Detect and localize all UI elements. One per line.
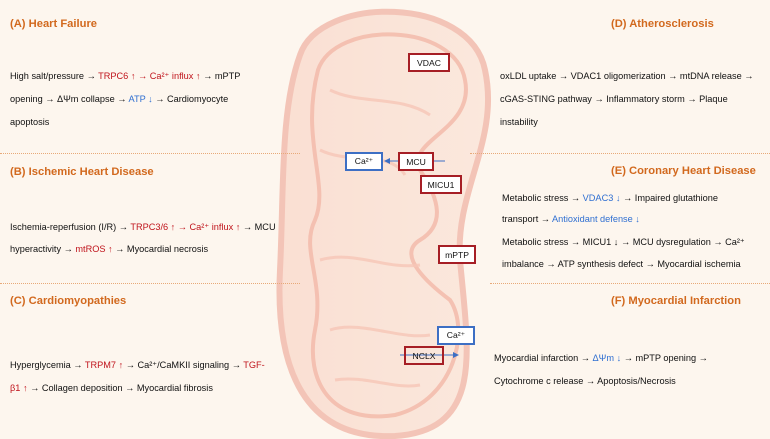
mptp-box: mPTP [438,245,476,264]
panel-f-line-1: Myocardial infarction → ΔΨm ↓ → mPTP ope… [494,353,708,363]
panel-d-line-2: cGAS-STING pathway → Inflammatory storm … [500,94,728,104]
panel-b-title: (B) Ischemic Heart Disease [10,166,154,178]
divider-right-2 [490,283,770,284]
outer-membrane [276,8,492,439]
panel-e-line-2: transport → Antioxidant defense ↓ [502,214,640,224]
panel-e-title: (E) Coronary Heart Disease [611,165,756,177]
divider-left-2 [0,283,300,284]
vdac-box: VDAC [408,53,450,72]
panel-e-line-3: Metabolic stress → MICU1 ↓ → MCU dysregu… [502,237,745,247]
mcu-box: MCU [398,152,434,171]
panel-d-line-1: oxLDL uptake → VDAC1 oligomerization → m… [500,71,754,81]
panel-e-line-4: imbalance → ATP synthesis defect → Myoca… [502,259,741,269]
micu1-box: MICU1 [420,175,462,194]
panel-b-line-2: hyperactivity → mtROS ↑ → Myocardial nec… [10,244,209,254]
panel-c-title: (C) Cardiomyopathies [10,295,127,307]
divider-right-1 [470,153,770,154]
divider-left-1 [0,153,300,154]
panel-a-title: (A) Heart Failure [10,18,98,30]
nclx-box: NCLX [404,346,444,365]
panel-d-line-3: instability [500,117,538,127]
panel-e-line-1: Metabolic stress → VDAC3 ↓ → Impaired gl… [502,193,719,203]
panel-a-line-1: High salt/pressure → TRPC6 ↑ → Ca²⁺ infl… [10,71,241,81]
panel-b-line-1: Ischemia-reperfusion (I/R) → TRPC3/6 ↑ →… [10,222,276,232]
panel-c-line-2: β1 ↑ → Collagen deposition → Myocardial … [10,383,213,393]
panel-f-line-2: Cytochrome c release → Apoptosis/Necrosi… [494,376,676,386]
panel-a-line-2: opening → ΔΨm collapse → ATP ↓ → Cardiom… [10,94,229,104]
panel-a-line-3: apoptosis [10,117,50,127]
panel-c-line-1: Hyperglycemia → TRPM7 ↑ → Ca²⁺/CaMKII si… [10,360,265,370]
ca-cytosol-box: Ca²⁺ [345,152,383,171]
inner-membrane [308,32,468,419]
panel-f-title: (F) Myocardial Infarction [611,295,741,307]
panel-d-title: (D) Atherosclerosis [611,18,714,30]
ca-matrix-box: Ca²⁺ [437,326,475,345]
